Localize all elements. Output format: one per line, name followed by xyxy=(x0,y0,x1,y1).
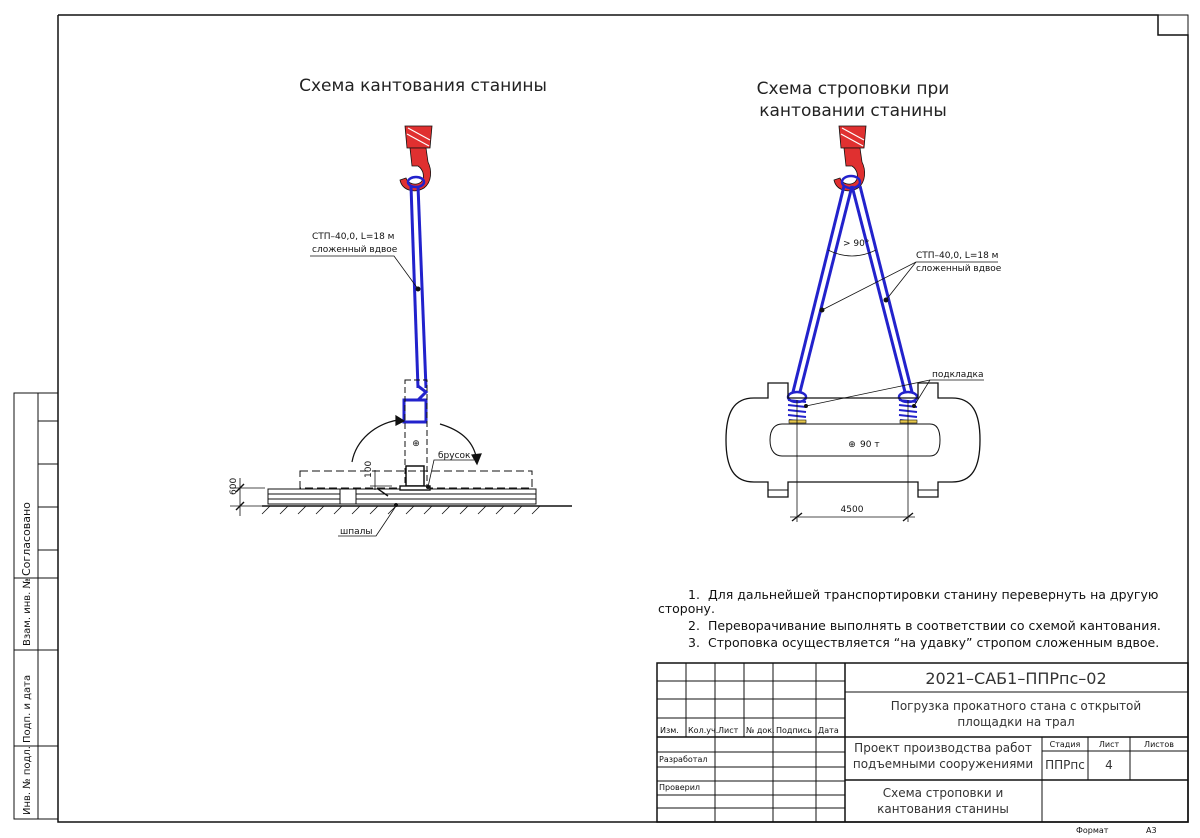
note-3-num: 3. xyxy=(688,635,700,650)
list-value: 4 xyxy=(1105,758,1113,772)
dim-100-label: 100 xyxy=(364,461,374,478)
center-mark-right: ⊕ xyxy=(848,440,856,450)
format-label: Формат xyxy=(1076,826,1109,835)
podp-label: Подп. и дата xyxy=(22,675,33,743)
sling-label-2: сложенный вдвое xyxy=(312,245,398,255)
center-mark-left: ⊕ xyxy=(412,439,420,449)
col-data: Дата xyxy=(818,726,839,735)
soglasovano-label: Согласовано xyxy=(20,502,33,576)
sling-scheme-title-2: кантовании станины xyxy=(759,101,947,121)
stadiya-header: Стадия xyxy=(1050,740,1081,749)
stadiya-value: ППРпс xyxy=(1045,758,1085,772)
listov-header: Листов xyxy=(1144,740,1174,749)
side-stamp xyxy=(13,392,59,820)
sling2-label-2: сложенный вдвое xyxy=(916,264,1002,274)
angle-label: > 90° xyxy=(843,239,869,249)
stanina-right xyxy=(725,382,981,498)
col-koluch: Кол.уч. xyxy=(688,726,718,735)
note-2-num: 2. xyxy=(688,618,700,633)
dim-600-label: 600 xyxy=(229,478,239,495)
leaders-right xyxy=(805,261,998,407)
sheet-title-1: Схема строповки и xyxy=(883,786,1004,800)
note-3-line1: Строповка осуществляется “на удавку” стр… xyxy=(708,635,1159,650)
sling-label-1: СТП–40,0, L=18 м xyxy=(312,232,394,242)
proveril-label: Проверил xyxy=(659,783,700,792)
rotation-arrows xyxy=(351,414,482,466)
tilt-scheme-title: Схема кантования станины xyxy=(299,76,547,96)
dim-600 xyxy=(230,478,265,516)
sheet-frame xyxy=(57,14,1189,823)
sling-scheme-title-1: Схема строповки при xyxy=(757,79,950,99)
note-1-num: 1. xyxy=(688,587,700,602)
note-1-line1: Для дальнейшей транспортировки станину п… xyxy=(708,587,1158,602)
note-2-line1: Переворачивание выполнять в соответствии… xyxy=(708,618,1161,633)
sling2-label-1: СТП–40,0, L=18 м xyxy=(916,251,998,261)
sheet-title-2: кантования станины xyxy=(877,802,1009,816)
angle-mark xyxy=(827,249,877,257)
dim-4500 xyxy=(790,400,915,522)
list-header: Лист xyxy=(1099,740,1120,749)
inv-label: Инв. № подл. xyxy=(22,746,33,815)
razrabotal-label: Разработал xyxy=(659,755,707,764)
section-title-1: Проект производства работ xyxy=(854,741,1032,755)
brusok-label: брусок xyxy=(438,451,471,461)
format-value: А3 xyxy=(1146,826,1157,835)
project-title-1: Погрузка прокатного стана с открытой xyxy=(891,699,1141,713)
col-list: Лист xyxy=(718,726,739,735)
dim-4500-label: 4500 xyxy=(841,505,864,515)
notes: 1. Для дальнейшей транспортировки станин… xyxy=(658,587,1161,650)
title-block xyxy=(656,662,1189,823)
packing-pads xyxy=(788,419,918,424)
stanina-left xyxy=(299,379,533,489)
ground-left xyxy=(261,485,572,515)
dim-100 xyxy=(370,470,392,497)
shpaly-label: шпалы xyxy=(340,527,373,537)
note-1-line2: сторону. xyxy=(658,601,715,616)
leaders-left xyxy=(310,255,474,537)
project-code: 2021–САБ1–ППРпс–02 xyxy=(925,669,1106,688)
mass-label: 90 т xyxy=(860,440,880,450)
podkladka-label: подкладка xyxy=(932,370,984,380)
project-title-2: площадки на трал xyxy=(957,715,1074,729)
section-title-2: подъемными сооружениями xyxy=(853,757,1033,771)
sling-left xyxy=(402,185,429,424)
col-izm: Изм. xyxy=(660,726,679,735)
col-podpis: Подпись xyxy=(776,726,812,735)
hook-left xyxy=(399,125,433,192)
hook-right xyxy=(833,125,867,192)
vzam-label: Взам. инв. № xyxy=(22,578,33,646)
col-ndok: № док. xyxy=(746,726,775,735)
